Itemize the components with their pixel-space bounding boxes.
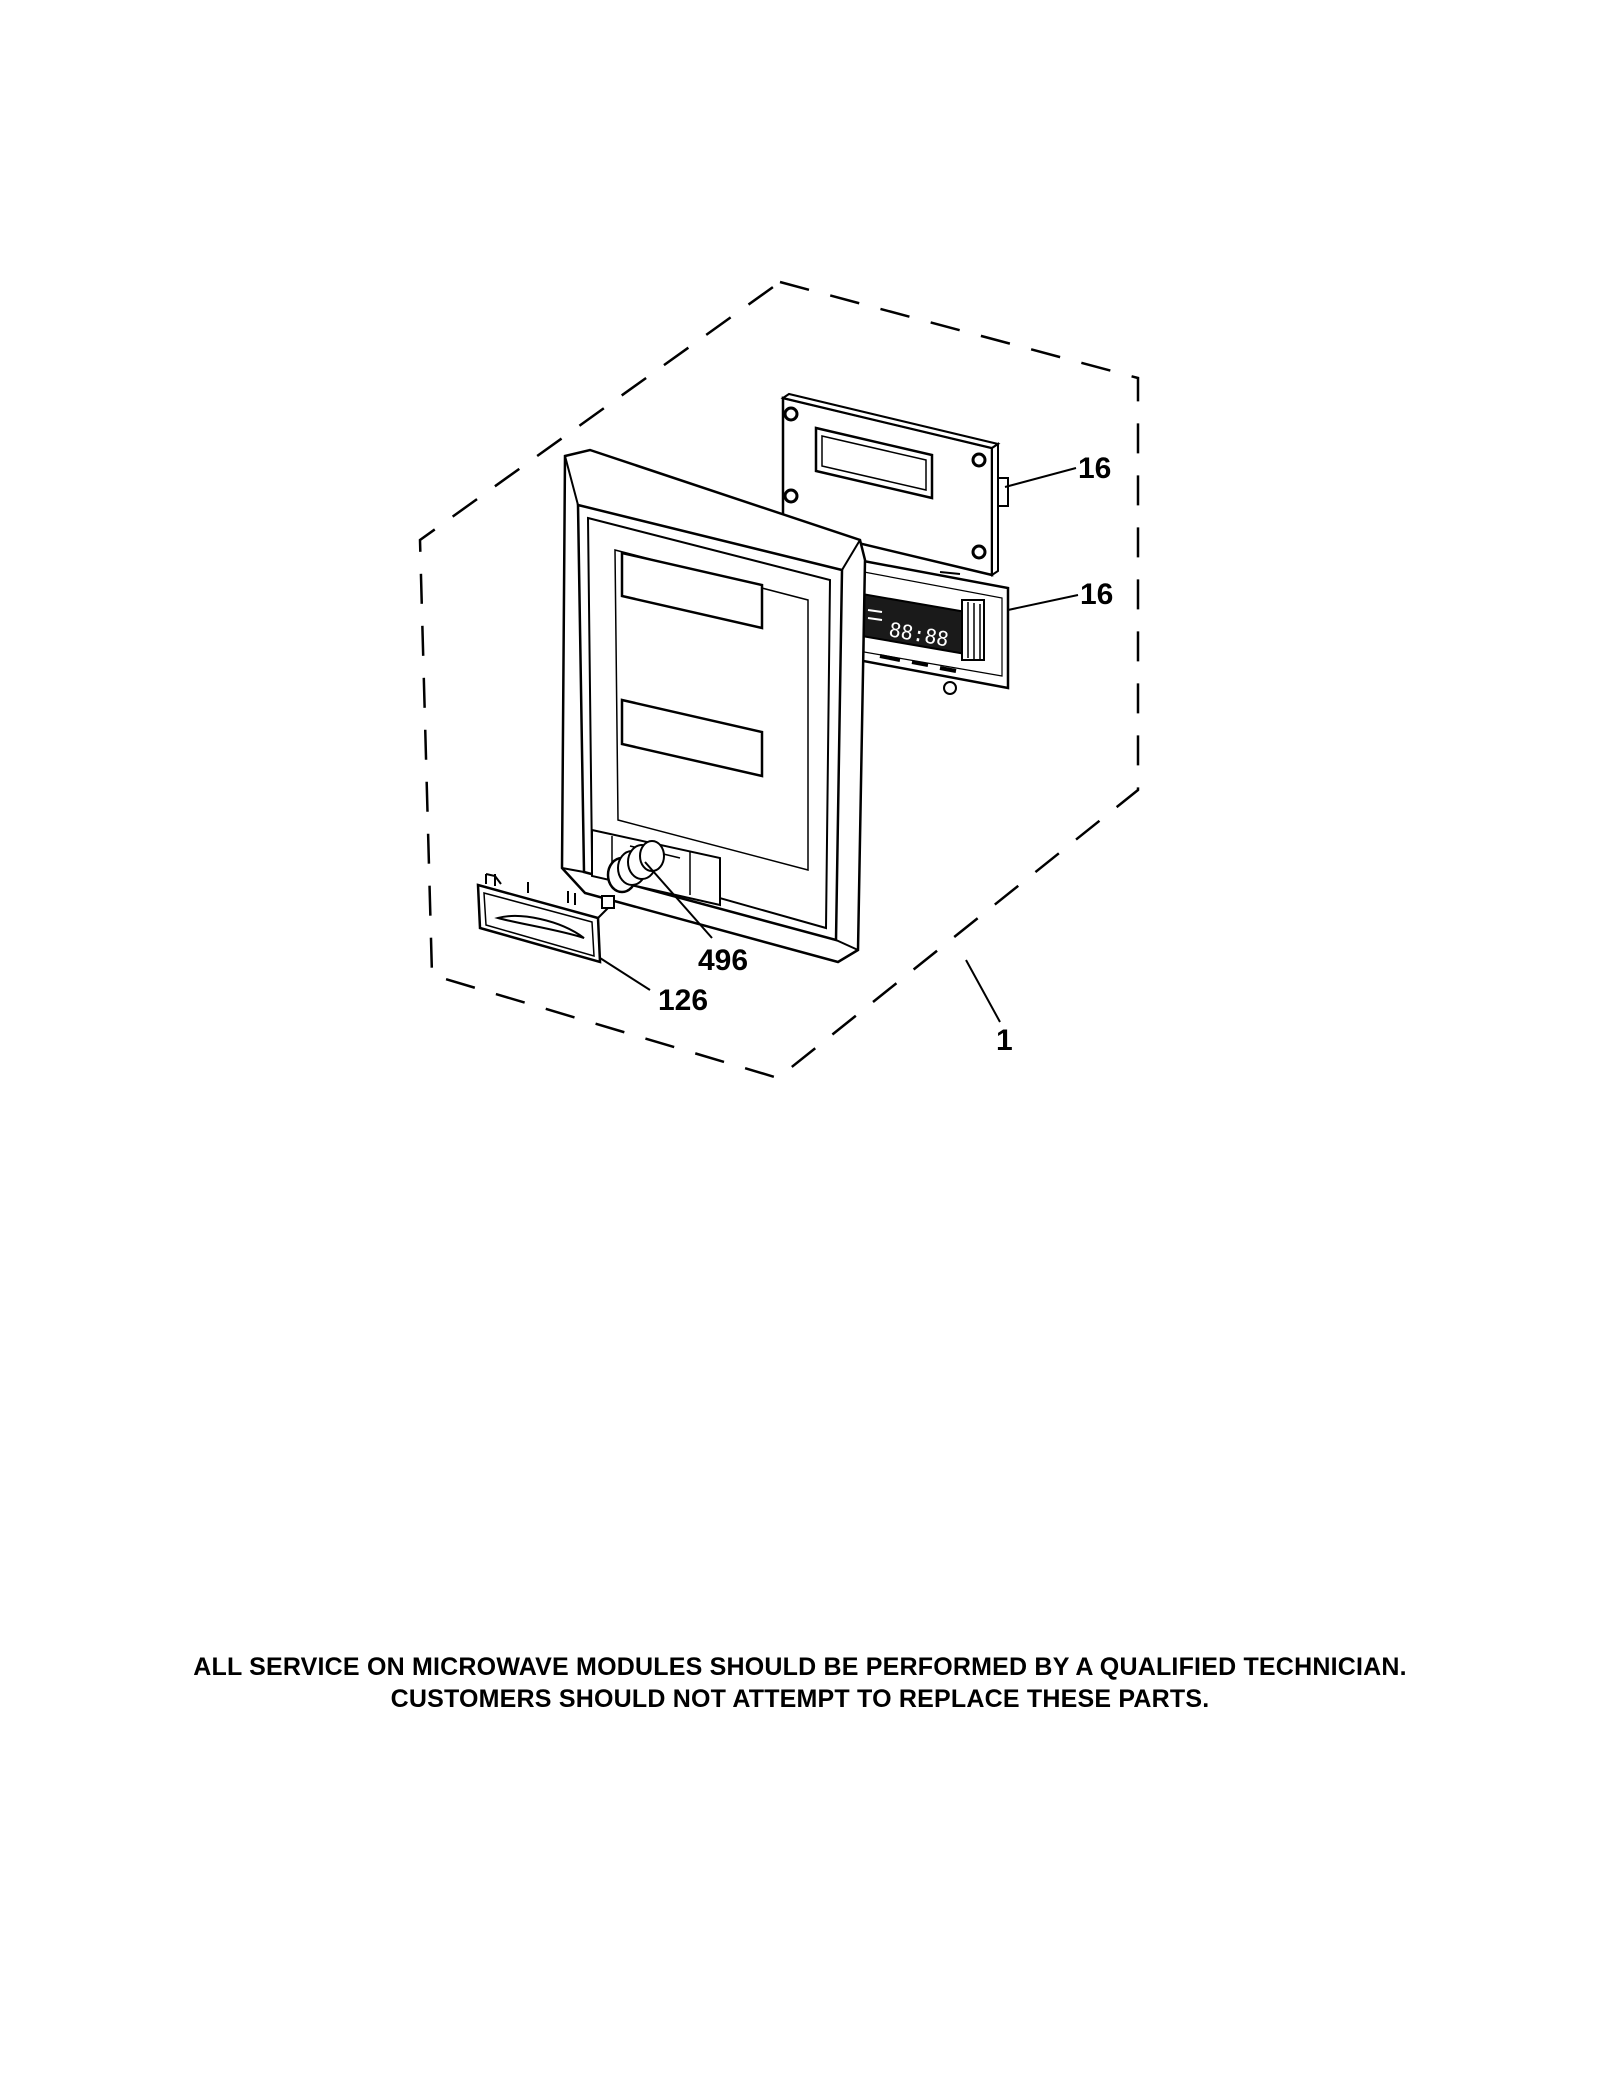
leader-assembly — [965, 959, 1001, 1023]
callout-handle: 126 — [658, 984, 708, 1017]
leader-knob — [644, 861, 713, 939]
leader-board-lower — [1007, 594, 1079, 611]
callout-board-upper: 16 — [1078, 452, 1111, 485]
leader-board-upper — [1004, 467, 1077, 488]
leader-handle — [599, 957, 651, 991]
panel-window-lower — [620, 698, 764, 778]
callout-assembly: 1 — [996, 1024, 1013, 1057]
service-warning-line-1: ALL SERVICE ON MICROWAVE MODULES SHOULD … — [193, 1653, 1407, 1681]
knob-assembly — [606, 840, 665, 894]
door-handle — [476, 873, 615, 964]
display-board-lower: 88:88 — [856, 558, 1010, 695]
callout-board-lower: 16 — [1080, 578, 1113, 611]
callout-knob: 496 — [698, 944, 748, 977]
assembly-boundary — [418, 280, 1140, 1080]
panel-window-upper — [620, 551, 764, 630]
control-panel-housing — [560, 448, 867, 964]
service-warning-line-2: CUSTOMERS SHOULD NOT ATTEMPT TO REPLACE … — [390, 1685, 1210, 1713]
